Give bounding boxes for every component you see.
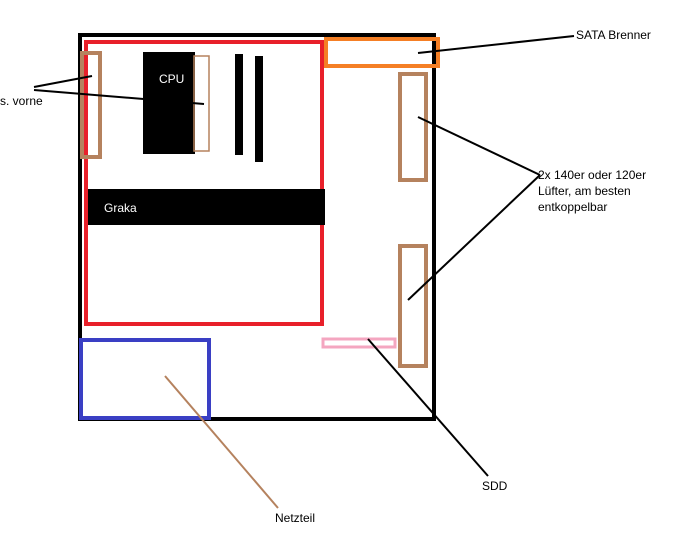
gpu-label: Graka: [104, 201, 137, 215]
cpu-label: CPU: [159, 72, 185, 86]
ram-stick-2: [255, 56, 263, 162]
leader-fan-bottom: [407, 174, 541, 301]
psu-outline: [79, 338, 211, 420]
side-fan-top-outline: [398, 72, 428, 182]
gpu-block: [88, 189, 325, 225]
ssd-outline: [321, 337, 397, 349]
leader-cpu-cooler: [33, 89, 205, 105]
front-fan-outline: [80, 51, 102, 159]
ssd-label: SDD: [482, 479, 508, 493]
leader-ssd: [367, 338, 489, 477]
front-fan-label: s. vorne: [0, 94, 43, 108]
leader-sata-burner: [417, 35, 575, 54]
mainboard-outline: [84, 40, 324, 326]
ram-stick-1: [235, 54, 243, 155]
leader-psu: [164, 375, 279, 509]
sata-burner-outline: [324, 37, 440, 68]
leader-front-fan: [33, 75, 93, 88]
psu-label: Netzteil: [275, 511, 316, 525]
sata-burner-label: SATA Brenner: [576, 28, 651, 42]
side-fans-label: 2x 140er oder 120er Lüfter, am besten en…: [538, 168, 647, 214]
case-outline: [78, 33, 436, 421]
side-fan-bottom-outline: [398, 244, 428, 368]
leader-fan-top: [417, 116, 541, 176]
